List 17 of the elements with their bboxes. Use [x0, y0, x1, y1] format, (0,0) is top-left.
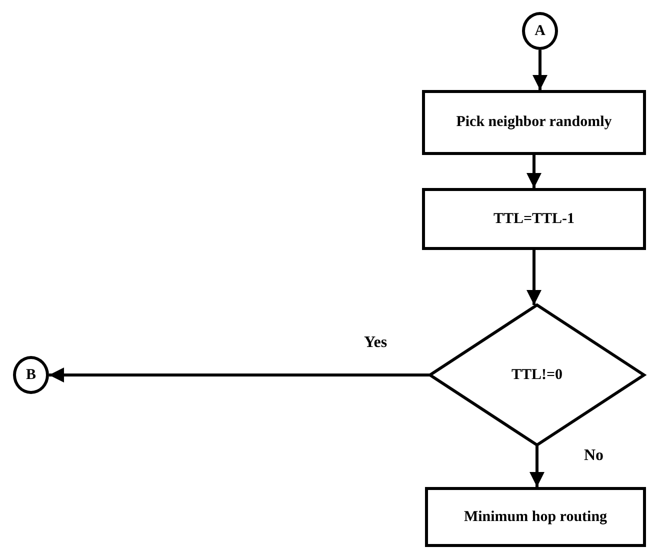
node-text: A: [534, 22, 546, 40]
process-box: [422, 188, 646, 250]
arrow: [530, 445, 544, 487]
arrow: [526, 155, 542, 188]
arrow: [532, 50, 548, 90]
node-text: Minimum hop routing: [464, 508, 608, 526]
arrow: [526, 250, 542, 305]
decision-diamond: [427, 303, 647, 447]
process-box: [425, 487, 646, 547]
arrow: [49, 368, 430, 382]
node-text: TTL=TTL-1: [493, 210, 575, 228]
node-text: TTL!=0: [511, 366, 563, 384]
connector-circle: [522, 12, 558, 50]
connector-circle: [13, 356, 49, 394]
process-box: [422, 90, 646, 155]
node-text: B: [26, 366, 36, 384]
node-text: Pick neighbor randomly: [456, 114, 612, 131]
